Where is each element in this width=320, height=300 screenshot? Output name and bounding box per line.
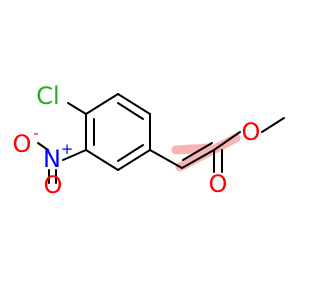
ester-c-o-bond [213,131,241,151]
ring-bond-top-left [85,93,119,115]
ring-bond-top-right [117,93,151,115]
ring-inner-bond-bottom-right [117,144,144,162]
alkene-highlight [171,133,241,172]
nitro-oxygen-upper-charge: - [33,124,38,142]
ring-bond-bottom-right [117,149,151,171]
nitro-nitrogen-charge: + [61,140,74,158]
n-o-bond-upper [37,142,49,151]
vinyl-bond [149,149,183,169]
c-n-bond [62,149,87,161]
nitro-oxygen-lower-label: O [44,171,63,199]
benzene-ring [85,93,151,171]
alkene-double-bond-inner [182,142,213,161]
ring-bond-bottom-left [85,149,119,171]
nitro-oxygen-upper-label: O [13,130,32,158]
o-methyl-bond [261,117,285,133]
nitro-nitrogen-label: N [43,145,61,173]
chlorine-label: Cl [36,82,59,110]
ester-oxygen-label: O [242,118,261,146]
carbonyl-oxygen-label: O [209,170,228,198]
alkene-double-bond-outer [181,149,215,169]
molecule-structure: Cl N + O - O O O [13,82,285,199]
c-cl-bond [67,102,87,115]
ring-inner-bond-top-right [117,102,144,120]
